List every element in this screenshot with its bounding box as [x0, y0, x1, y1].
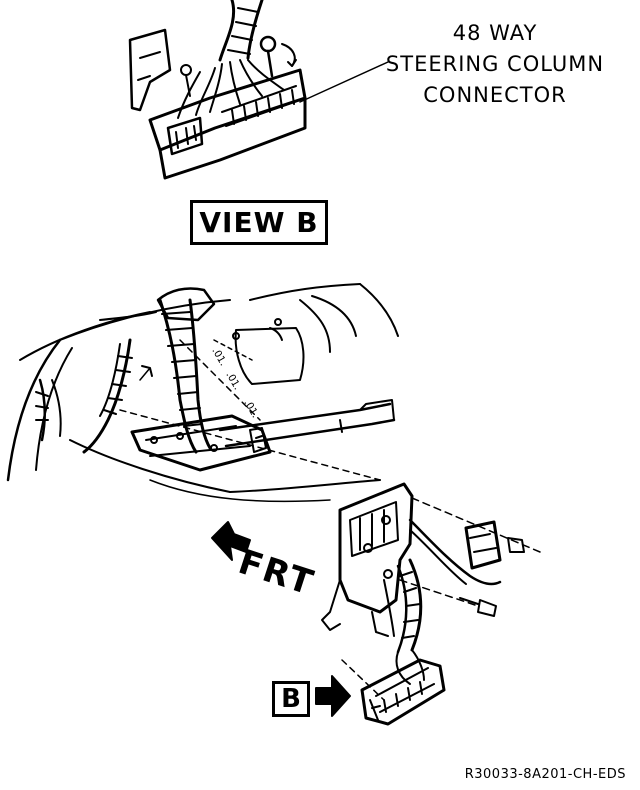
- dash-panel-structure: [6, 283, 399, 503]
- svg-text:.01.: .01.: [241, 398, 260, 420]
- view-b-marker: B: [272, 681, 310, 717]
- lower-bracket-assembly: [321, 482, 541, 701]
- connector-callout: 48 WAY STEERING COLUMN CONNECTOR: [380, 18, 610, 111]
- left-harness-bundle: [35, 338, 133, 454]
- steering-column-connector-detail: [128, 0, 389, 180]
- callout-line-1: 48 WAY: [452, 21, 538, 45]
- callout-line-2: STEERING COLUMN: [385, 52, 605, 76]
- figure-id: R30033-8A201-CH-EDS: [464, 767, 626, 782]
- callout-line-3: CONNECTOR: [423, 83, 567, 107]
- column-bracket-and-harness: .01. .01. .01.: [119, 287, 381, 481]
- front-arrow-icon: [211, 521, 251, 561]
- svg-text:.01.: .01.: [223, 370, 242, 392]
- svg-text:.01.: .01.: [209, 346, 228, 368]
- lower-connector: [360, 649, 446, 726]
- view-b-arrow-icon: [315, 675, 351, 717]
- view-b-label: VIEW B: [190, 200, 328, 245]
